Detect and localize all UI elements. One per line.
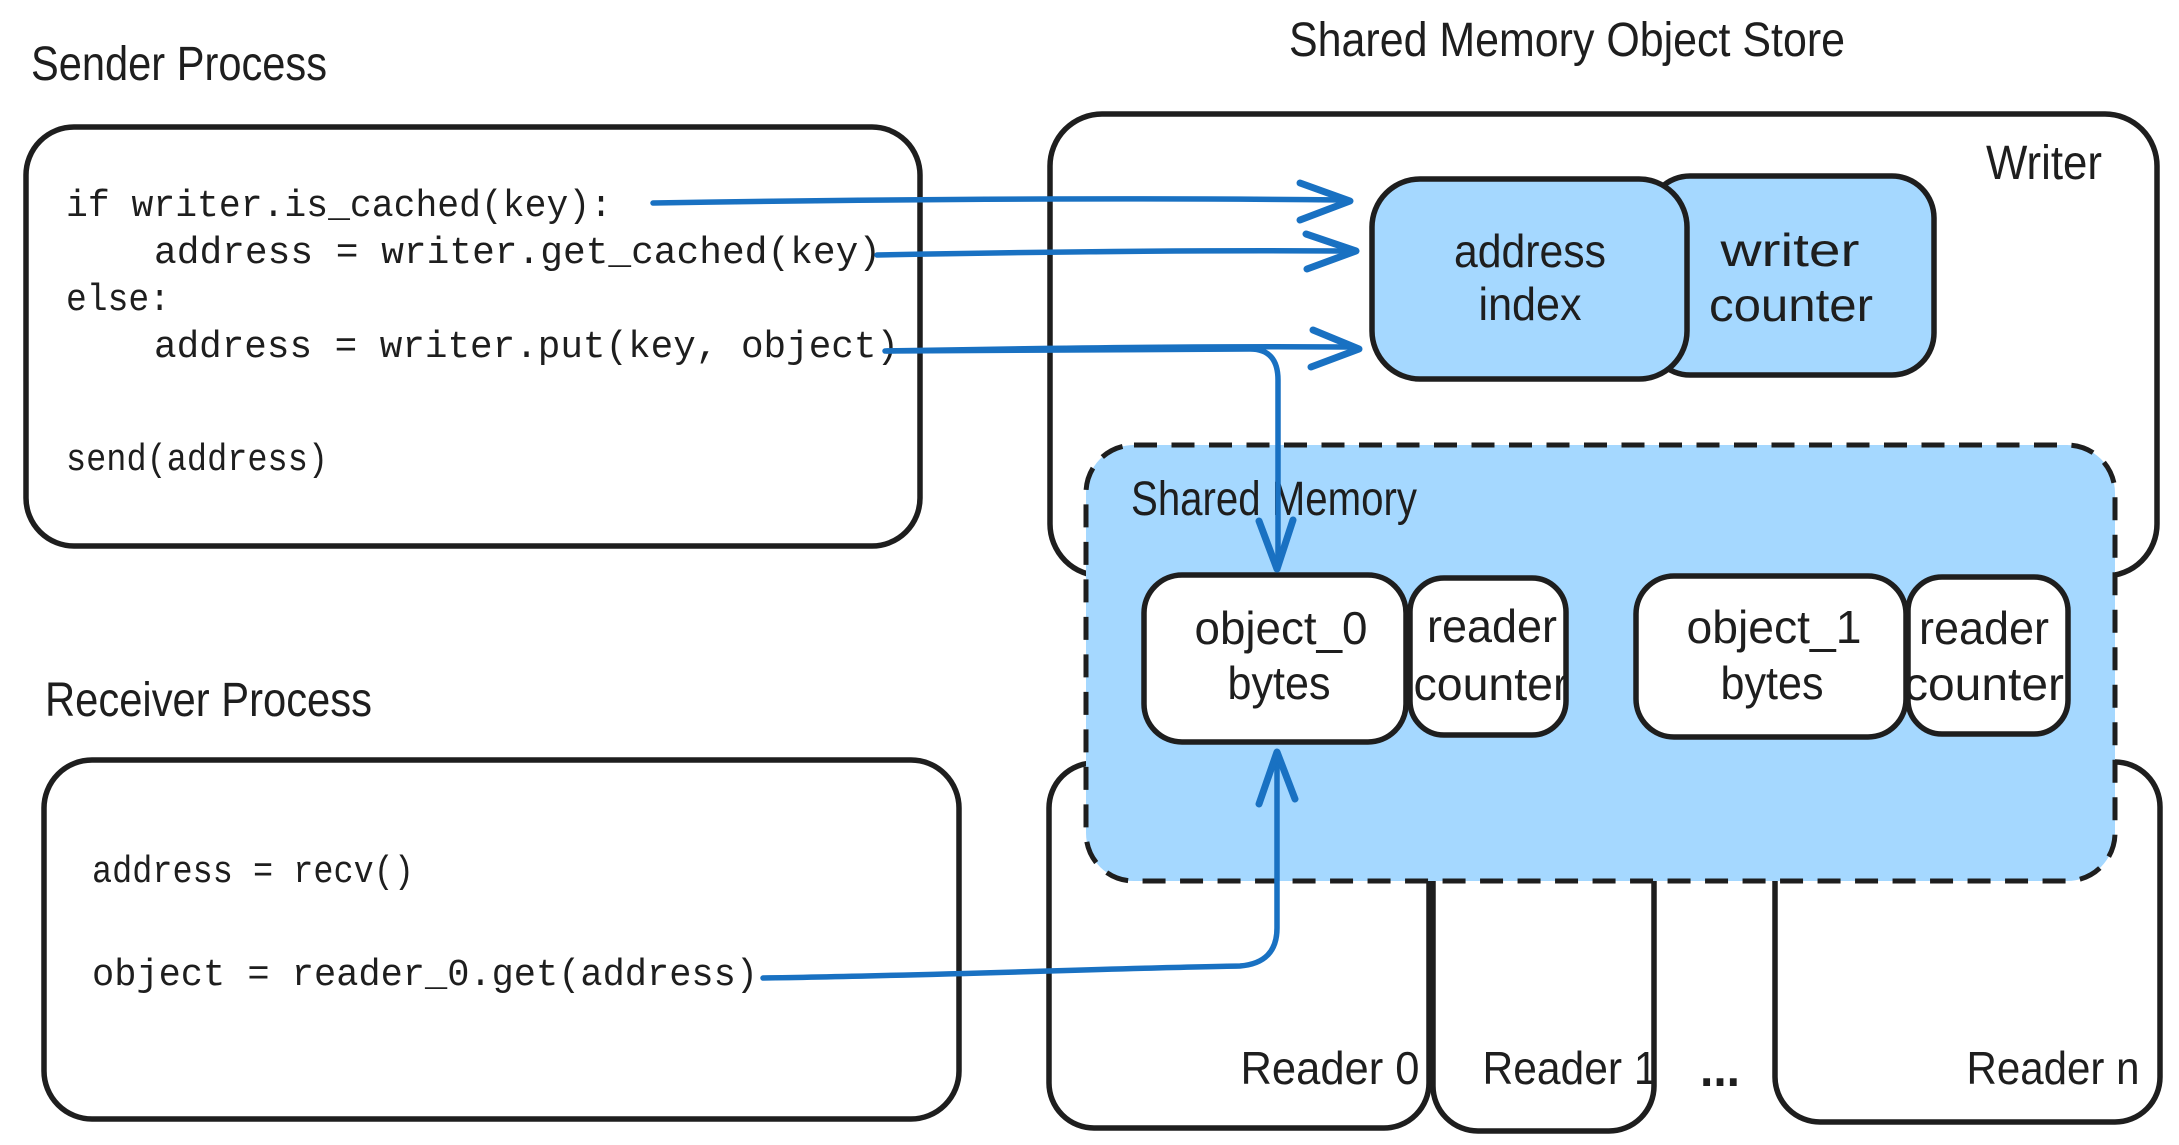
- svg-text:counter: counter: [1709, 279, 1873, 331]
- svg-text:object_1: object_1: [1687, 601, 1862, 653]
- svg-text:Shared Memory Object Store: Shared Memory Object Store: [1289, 14, 1845, 67]
- svg-text:bytes: bytes: [1721, 657, 1824, 709]
- svg-text:Receiver Process: Receiver Process: [45, 674, 372, 727]
- svg-text:writer: writer: [1719, 224, 1859, 276]
- svg-text:Writer: Writer: [1986, 137, 2102, 190]
- svg-text:address = writer.put(key, obje: address = writer.put(key, object): [154, 326, 899, 369]
- svg-text:bytes: bytes: [1228, 657, 1331, 709]
- svg-text:counter: counter: [1904, 658, 2064, 710]
- svg-text:address = recv(): address = recv(): [92, 851, 414, 894]
- svg-text:object_0: object_0: [1195, 602, 1368, 654]
- svg-text:send(address): send(address): [66, 439, 328, 482]
- svg-text:reader: reader: [1919, 602, 2049, 654]
- svg-text:counter: counter: [1414, 658, 1569, 710]
- svg-text:if writer.is_cached(key):: if writer.is_cached(key):: [66, 185, 612, 228]
- svg-text:...: ...: [1700, 1040, 1740, 1098]
- svg-text:Sender Process: Sender Process: [31, 38, 327, 91]
- svg-text:Reader 1: Reader 1: [1483, 1042, 1658, 1094]
- svg-text:Reader n: Reader n: [1967, 1042, 2140, 1094]
- svg-text:else:: else:: [66, 279, 170, 322]
- svg-text:address: address: [1454, 225, 1606, 277]
- svg-text:Reader 0: Reader 0: [1241, 1042, 1420, 1094]
- svg-text:address = writer.get_cached(ke: address = writer.get_cached(key): [154, 232, 881, 275]
- svg-text:index: index: [1479, 278, 1582, 330]
- svg-text:Shared Memory: Shared Memory: [1131, 473, 1417, 526]
- svg-text:reader: reader: [1427, 600, 1557, 652]
- svg-text:object = reader_0.get(address): object = reader_0.get(address): [92, 954, 758, 997]
